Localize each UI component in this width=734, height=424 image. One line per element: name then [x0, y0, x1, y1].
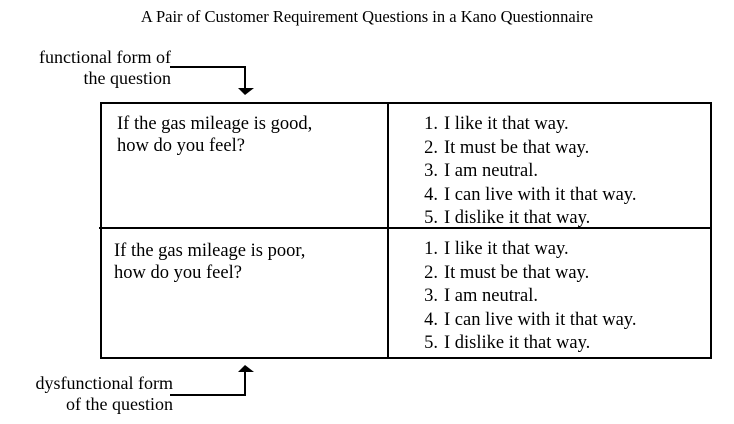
arrow-up-icon — [238, 365, 254, 372]
dysfunctional-arrow-line — [170, 372, 246, 396]
option-text: I like it that way. — [444, 114, 569, 134]
question-line: If the gas mileage is good, — [117, 114, 313, 134]
question-line: how do you feel? — [114, 263, 242, 283]
option-number: 2. — [424, 137, 438, 158]
answer-option: 5. I dislike it that way. — [412, 332, 636, 356]
answer-option: 1. I like it that way. — [412, 238, 636, 262]
option-text: I like it that way. — [444, 239, 569, 259]
option-text: I dislike it that way. — [444, 208, 591, 228]
option-number: 3. — [424, 286, 438, 306]
option-number: 1. — [424, 114, 438, 134]
option-number: 5. — [424, 333, 438, 353]
option-text: It must be that way. — [444, 262, 590, 283]
answer-option: 3. I am neutral. — [412, 160, 636, 184]
functional-label-line: the question — [83, 68, 172, 88]
option-text: I dislike it that way. — [444, 333, 591, 353]
option-text: I am neutral. — [444, 161, 538, 181]
arrow-down-icon — [238, 88, 254, 95]
diagram-title: A Pair of Customer Requirement Questions… — [140, 7, 594, 26]
option-number: 2. — [424, 262, 438, 283]
option-number: 5. — [424, 208, 438, 228]
functional-question: If the gas mileage is good, how do you f… — [117, 113, 312, 157]
functional-label-line: functional form of — [39, 47, 171, 67]
dysfunctional-label-line: of the question — [66, 394, 173, 414]
option-text: I can live with it that way. — [444, 309, 637, 330]
option-text: It must be that way. — [444, 137, 590, 158]
table-border — [100, 102, 712, 359]
question-line: how do you feel? — [117, 136, 245, 156]
answer-option: 2. It must be that way. — [412, 137, 636, 161]
answer-option: 1. I like it that way. — [412, 113, 636, 137]
dysfunctional-question: If the gas mileage is poor, how do you f… — [114, 240, 305, 284]
option-number: 1. — [424, 239, 438, 259]
question-line: If the gas mileage is poor, — [114, 241, 306, 261]
answer-option: 3. I am neutral. — [412, 285, 636, 309]
option-number: 4. — [424, 184, 438, 205]
dysfunctional-label-line: dysfunctional form — [35, 373, 173, 393]
dysfunctional-label: dysfunctional form of the question — [36, 373, 173, 415]
answer-option: 4. I can live with it that way. — [412, 184, 636, 208]
functional-arrow-line — [170, 66, 246, 88]
answer-option: 5. I dislike it that way. — [412, 207, 636, 231]
option-number: 3. — [424, 161, 438, 181]
answer-option: 4. I can live with it that way. — [412, 309, 636, 333]
option-number: 4. — [424, 309, 438, 330]
option-text: I can live with it that way. — [444, 184, 637, 205]
answer-option: 2. It must be that way. — [412, 262, 636, 286]
functional-label: functional form of the question — [39, 47, 171, 89]
dysfunctional-options: 1. I like it that way. 2. It must be that … — [412, 238, 636, 356]
option-text: I am neutral. — [444, 286, 538, 306]
functional-options: 1. I like it that way. 2. It must be that … — [412, 113, 636, 231]
